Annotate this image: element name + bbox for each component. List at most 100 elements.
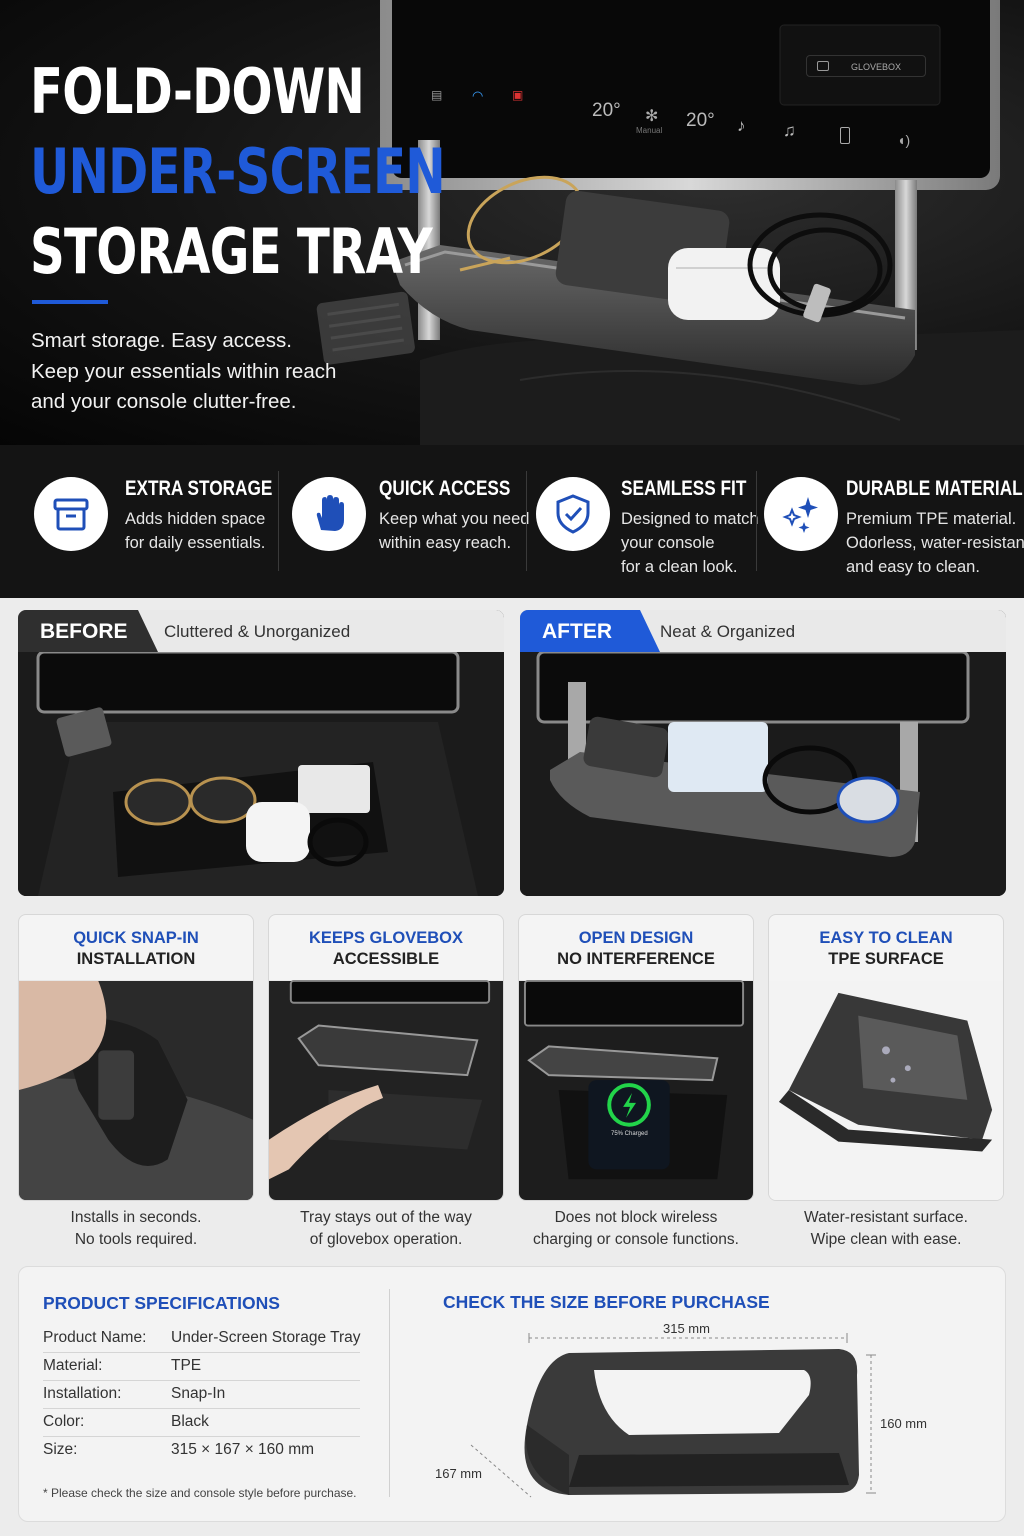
- screen-temp-right: 20°: [686, 110, 715, 131]
- after-tag: AFTER: [520, 610, 660, 652]
- spec-key: Size:: [43, 1441, 78, 1458]
- feature-text: Keep what you need within easy reach.: [379, 507, 529, 555]
- after-console-image: [520, 652, 1006, 896]
- card-title-dark: INSTALLATION: [76, 950, 196, 968]
- caption-line2: No tools required.: [74, 1230, 198, 1248]
- size-depth-label: 167 mm: [435, 1466, 482, 1481]
- card-open-design-caption: Does not block wireless charging or cons…: [518, 1207, 754, 1250]
- feature-text-line1: Adds hidden space: [125, 510, 266, 528]
- feature-title: EXTRA STORAGE: [125, 477, 273, 500]
- feature-text: Premium TPE material. Odorless, water-re…: [846, 507, 1024, 579]
- feature-divider: [278, 471, 279, 571]
- card-title-dark: ACCESSIBLE: [332, 950, 440, 968]
- feature-text-line1: Keep what you need: [379, 510, 530, 528]
- screen-fan-icon: ✻: [645, 108, 659, 125]
- spec-value: Under-Screen Storage Tray: [171, 1329, 361, 1346]
- glovebox-label: GLOVEBOX: [851, 62, 902, 72]
- size-check-title: CHECK THE SIZE BEFORE PURCHASE: [443, 1292, 770, 1312]
- feature-title: DURABLE MATERIAL: [846, 477, 1023, 500]
- feature-text-line2: your console: [621, 534, 715, 552]
- feature-divider: [756, 471, 757, 571]
- phone-charging-text: 75% Charged: [611, 1131, 648, 1137]
- hero-banner: GLOVEBOX 20° Manual ✻ 20° ♪ ♫ ◖) ▤ ◠ ▣ F…: [0, 0, 1024, 445]
- before-panel: BEFORE Cluttered & Unorganized: [18, 610, 504, 896]
- spec-value: Snap-In: [171, 1385, 226, 1402]
- before-console-image: [18, 652, 504, 896]
- after-subtitle: Neat & Organized: [660, 622, 796, 641]
- spec-row: Color: Black: [43, 1409, 360, 1437]
- phone-icon: [840, 127, 850, 144]
- card-title-blue: EASY TO CLEAN: [819, 929, 953, 947]
- specs-note: * Please check the size and console styl…: [43, 1486, 357, 1500]
- feature-text-line1: Designed to match: [621, 510, 759, 528]
- card-title-blue: KEEPS GLOVEBOX: [308, 929, 464, 947]
- specs-title: PRODUCT SPECIFICATIONS: [43, 1293, 280, 1313]
- caption-line2: Wipe clean with ease.: [810, 1230, 962, 1248]
- spec-key: Installation:: [43, 1385, 122, 1402]
- after-panel: AFTER Neat & Organized: [520, 610, 1006, 896]
- spec-value: Black: [171, 1413, 209, 1430]
- feature-text: Adds hidden space for daily essentials.: [125, 507, 265, 555]
- feature-title: QUICK ACCESS: [379, 477, 511, 500]
- hero-title-line3: STORAGE TRAY: [30, 215, 433, 288]
- feature-text-line3: and easy to clean.: [846, 558, 980, 576]
- size-diagram: [470, 1333, 876, 1498]
- size-width-label: 315 mm: [663, 1321, 710, 1336]
- card-snap-in-caption: Installs in seconds. No tools required.: [18, 1207, 254, 1250]
- caption-line1: Tray stays out of the way: [300, 1209, 472, 1226]
- before-header: BEFORE Cluttered & Unorganized: [18, 610, 504, 652]
- feature-text-line2: Odorless, water-resistant: [846, 534, 1024, 552]
- card-title-blue: QUICK SNAP-IN: [73, 929, 199, 947]
- screen-glovebox-button: GLOVEBOX: [806, 55, 926, 77]
- feature-text-line1: Premium TPE material.: [846, 510, 1017, 528]
- hero-divider: [32, 300, 108, 304]
- card-glovebox-caption: Tray stays out of the way of glovebox op…: [268, 1207, 504, 1250]
- card-open-design-image: [519, 980, 753, 1200]
- feature-divider: [526, 471, 527, 571]
- card-open-design: OPEN DESIGN NO INTERFERENCE 75% Charged: [518, 914, 754, 1201]
- specs-divider: [389, 1289, 390, 1497]
- spec-row: Product Name: Under-Screen Storage Tray: [43, 1325, 361, 1353]
- hero-title-line2: UNDER-SCREEN: [30, 135, 446, 208]
- feature-bar: EXTRA STORAGE Adds hidden space for dail…: [0, 445, 1024, 598]
- archive-box-icon: [34, 477, 108, 551]
- card-title-dark: TPE SURFACE: [828, 950, 944, 968]
- card-glovebox: KEEPS GLOVEBOX ACCESSIBLE: [268, 914, 504, 1201]
- volume-icon: ◖): [897, 132, 911, 148]
- spec-value: TPE: [171, 1357, 202, 1374]
- card-snap-in-image: [19, 980, 253, 1200]
- feature-text-line2: within easy reach.: [379, 534, 512, 552]
- feature-title: SEAMLESS FIT: [621, 477, 747, 500]
- caption-line1: Does not block wireless: [554, 1209, 718, 1226]
- feature-text-line2: for daily essentials.: [125, 534, 266, 552]
- spec-row: Size: 315 × 167 × 160 mm: [43, 1437, 360, 1465]
- feature-text: Designed to match your console for a cle…: [621, 507, 759, 579]
- spec-key: Product Name:: [43, 1329, 147, 1346]
- seat-heat-icon: ▤: [431, 88, 443, 102]
- sparkles-icon: [764, 477, 838, 551]
- spec-value: 315 × 167 × 160 mm: [171, 1441, 315, 1458]
- shield-check-icon: [536, 477, 610, 551]
- wifi-icon: ◠: [472, 88, 484, 103]
- spec-row: Installation: Snap-In: [43, 1381, 360, 1409]
- hero-desc-line3: and your console clutter-free.: [31, 390, 297, 413]
- card-title-blue: OPEN DESIGN: [578, 929, 694, 947]
- card-easy-clean: EASY TO CLEAN TPE SURFACE: [768, 914, 1004, 1201]
- spec-key: Color:: [43, 1413, 85, 1430]
- music-note-icon: ♪: [737, 116, 746, 135]
- specs-panel: PRODUCT SPECIFICATIONS Product Name: Und…: [18, 1266, 1006, 1522]
- hero-console-illustration: [316, 0, 1024, 445]
- caption-line2: of glovebox operation.: [309, 1230, 463, 1248]
- glovebox-icon: [817, 61, 829, 71]
- card-snap-in: QUICK SNAP-IN INSTALLATION: [18, 914, 254, 1201]
- card-title-dark: NO INTERFERENCE: [557, 950, 715, 968]
- music-notes-icon: ♫: [783, 121, 796, 140]
- hand-icon: [292, 477, 366, 551]
- screen-temp-left: 20°: [592, 100, 621, 121]
- before-tag: BEFORE: [18, 610, 158, 652]
- after-header: AFTER Neat & Organized: [520, 610, 1006, 652]
- card-easy-clean-image: [769, 980, 1003, 1200]
- hero-title-line1: FOLD-DOWN: [30, 55, 365, 128]
- spec-key: Material:: [43, 1357, 103, 1374]
- hero-title: FOLD-DOWN UNDER-SCREEN STORAGE TRAY: [30, 52, 446, 292]
